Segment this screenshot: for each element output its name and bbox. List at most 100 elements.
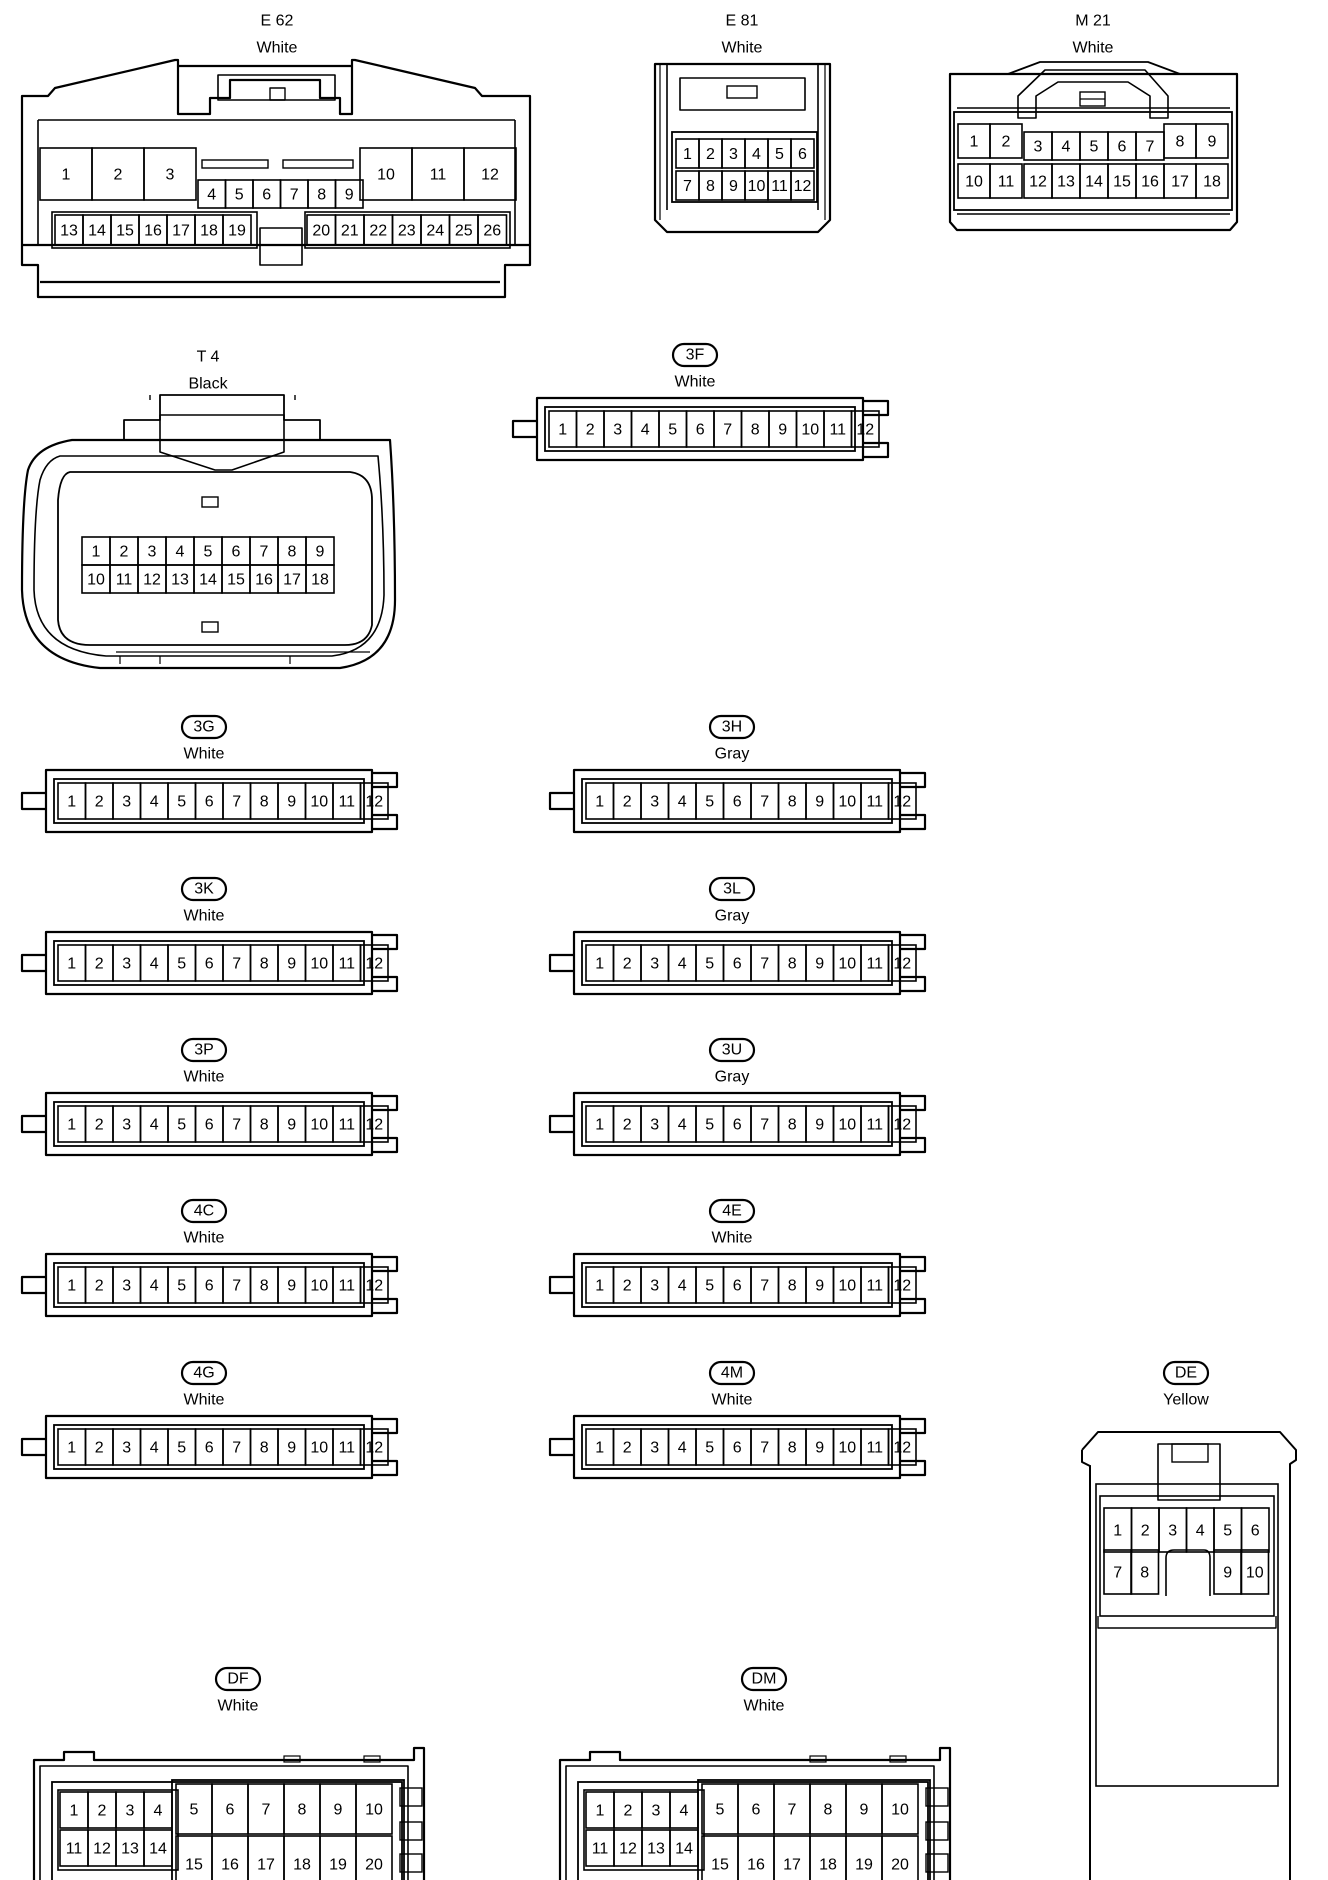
pin-label: 11 [771,178,788,195]
connector-color-label: Gray [715,908,750,925]
pin-label: 7 [232,794,241,811]
connector-id-label: 3K [194,881,214,898]
pin-label: 12 [893,956,911,973]
pin-label: 1 [558,422,567,439]
pin-label: 16 [255,572,273,589]
pin-label: 3 [652,1803,661,1820]
pin-label: 5 [235,187,244,204]
connector-color-label: White [712,1392,753,1409]
pin-label: 2 [95,794,104,811]
connector-color-label: White [184,1392,225,1409]
pin-label: 1 [595,1278,604,1295]
connector-color-label: White [218,1698,259,1715]
pin-label: 5 [177,956,186,973]
pin-label: 14 [675,1841,693,1858]
connector-id-label: M 21 [1075,13,1111,30]
pin-label: 13 [171,572,189,589]
pin-label: 9 [815,1440,824,1457]
pin-label: 10 [838,1117,856,1134]
pin-label: 8 [751,422,760,439]
pin-label: 5 [705,1278,714,1295]
pin-label: 5 [177,1278,186,1295]
pin-label: 5 [177,1440,186,1457]
connector-color-label: White [184,908,225,925]
pin-label: 8 [1176,134,1185,151]
pin-label: 3 [650,1440,659,1457]
pin-label: 15 [227,572,245,589]
connector-color-label: White [257,40,298,57]
pin-label: 7 [1113,1565,1122,1582]
pin-label: 10 [310,956,328,973]
pin-label: 1 [683,146,692,163]
pin-label: 6 [262,187,271,204]
pin-label: 17 [283,572,301,589]
pin-label: 17 [257,1857,275,1874]
connector-id-label: 4E [722,1203,742,1220]
pin-label: 18 [1203,174,1221,191]
connector-id-label: DE [1175,1365,1197,1382]
pin-label: 3 [122,1440,131,1457]
pin-label: 4 [150,794,159,811]
pin-label: 6 [752,1802,761,1819]
pin-label: 13 [121,1841,139,1858]
pin-label: 4 [150,1440,159,1457]
pin-label: 8 [788,956,797,973]
connector-color-label: White [744,1698,785,1715]
pin-label: 3 [166,167,175,184]
pin-label: 7 [760,956,769,973]
pin-label: 23 [398,223,416,240]
pin-label: 1 [92,544,101,561]
pin-label: 3 [1168,1523,1177,1540]
pin-label: 9 [287,1117,296,1134]
pin-label: 11 [116,572,133,589]
pin-label: 1 [595,1117,604,1134]
pin-label: 3 [122,794,131,811]
pin-label: 4 [207,187,216,204]
pin-label: 19 [228,223,246,240]
pin-label: 8 [1140,1565,1149,1582]
pin-label: 1 [595,1440,604,1457]
pin-label: 6 [205,956,214,973]
pin-label: 6 [733,794,742,811]
pin-label: 7 [723,422,732,439]
pin-label: 6 [733,1278,742,1295]
pin-label: 5 [705,1117,714,1134]
pin-label: 9 [287,1278,296,1295]
pin-label: 2 [623,1117,632,1134]
pin-label: 7 [788,1802,797,1819]
pin-label: 2 [95,956,104,973]
pin-label: 9 [345,187,354,204]
pin-label: 1 [595,794,604,811]
pin-label: 7 [760,1278,769,1295]
pin-label: 10 [365,1802,383,1819]
pin-label: 4 [1062,139,1071,156]
pin-label: 5 [204,544,213,561]
pin-label: 17 [783,1857,801,1874]
pin-label: 1 [67,1278,76,1295]
connector-color-label: Gray [715,746,750,763]
pin-label: 19 [329,1857,347,1874]
pin-label: 11 [338,1278,355,1295]
pin-label: 7 [232,1117,241,1134]
pin-label: 8 [288,544,297,561]
pin-label: 3 [650,1278,659,1295]
pin-label: 2 [95,1440,104,1457]
pin-label: 8 [317,187,326,204]
pin-label: 8 [788,1440,797,1457]
connector-id-label: 3P [194,1042,214,1059]
pin-label: 8 [706,178,715,195]
pin-label: 16 [144,223,162,240]
pin-label: 10 [1246,1565,1264,1582]
connector-id-label: E 81 [726,13,759,30]
pin-label: 2 [120,544,129,561]
